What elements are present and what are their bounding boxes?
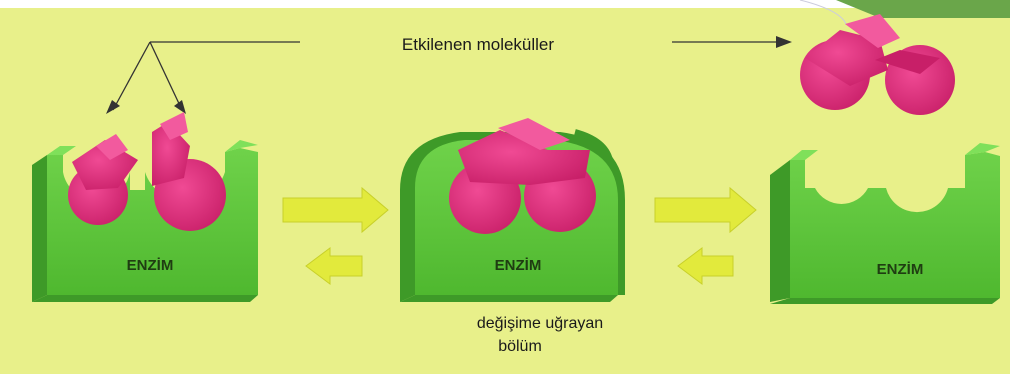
changed-part-label-line1: değişime uğrayan — [477, 315, 603, 332]
enzyme-middle-label: ENZİM — [495, 257, 542, 274]
molecules-label: Etkilenen moleküller — [402, 35, 554, 54]
enzyme-left-label: ENZİM — [127, 257, 174, 274]
changed-part-label-line2: bölüm — [498, 338, 542, 355]
enzyme-right-label: ENZİM — [877, 261, 924, 278]
